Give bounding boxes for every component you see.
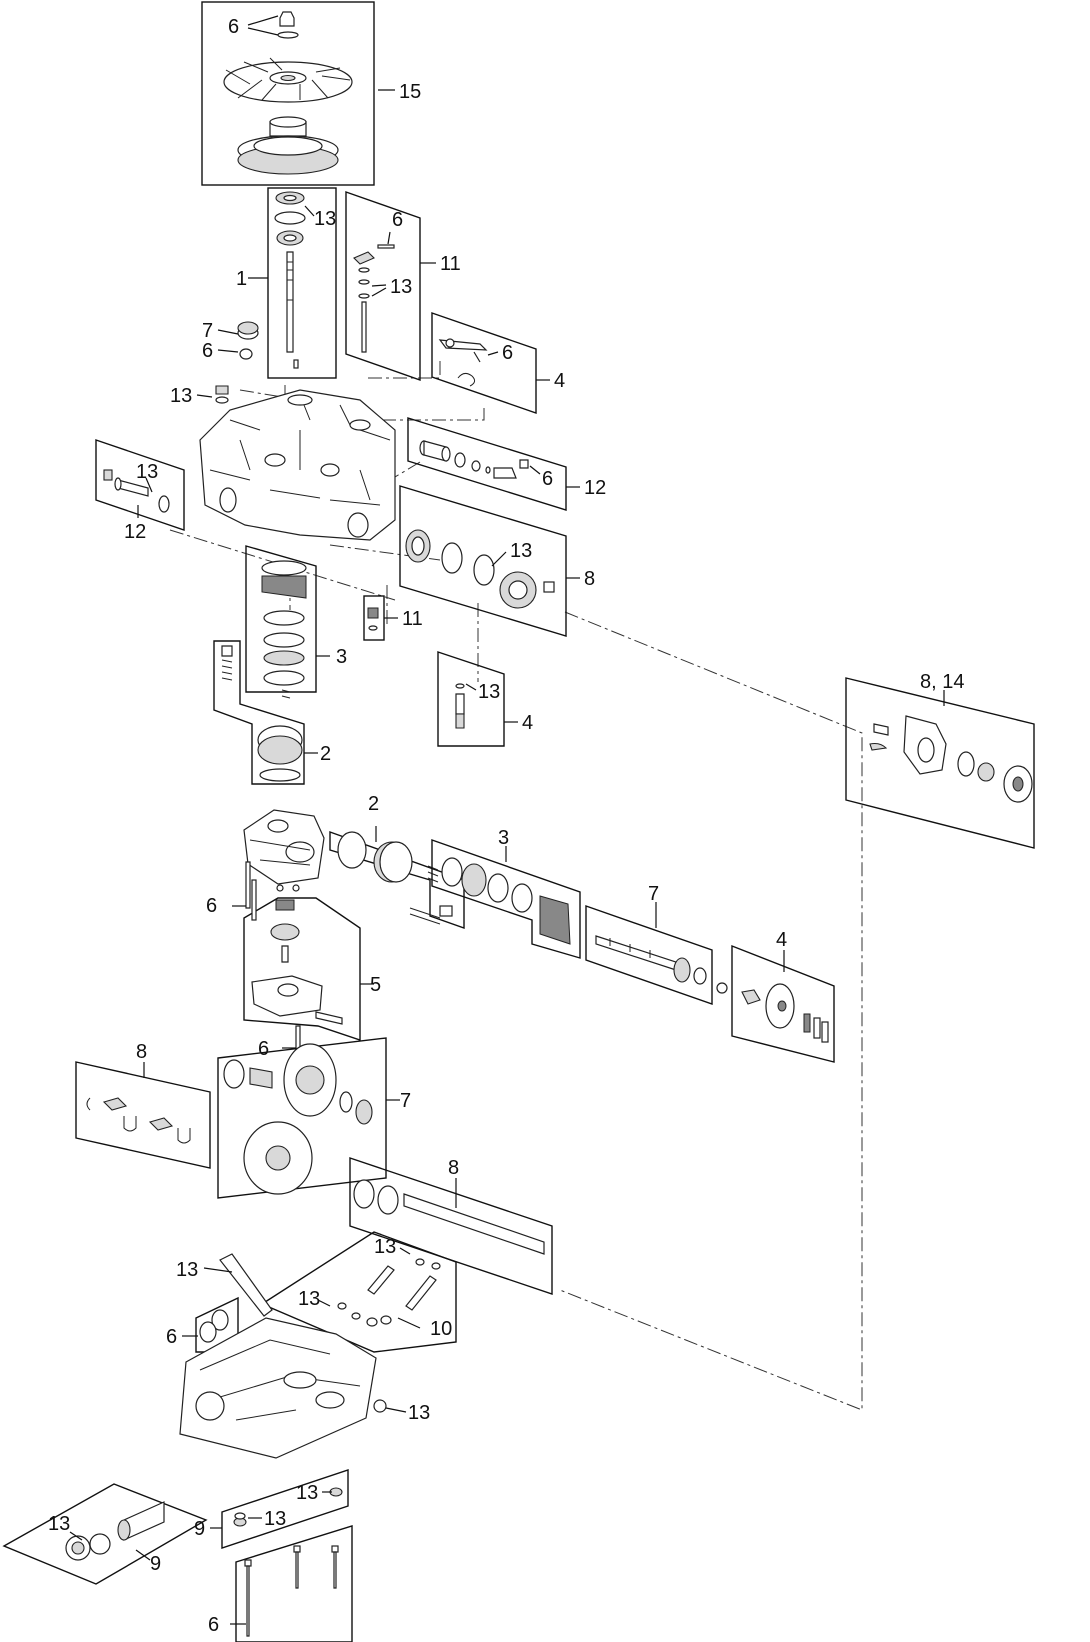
callout: 6 — [542, 468, 553, 490]
callout: 13 — [374, 1236, 396, 1258]
gear-frame — [217, 1037, 387, 1199]
left-valve-frame — [95, 439, 185, 531]
callout: 13 — [264, 1508, 286, 1530]
bolt-frame — [235, 1525, 353, 1642]
drain-plug-group — [210, 1469, 349, 1549]
wheel-hub-frame — [845, 677, 1035, 849]
axle-frame — [349, 1157, 553, 1295]
input-shaft-frame — [267, 187, 337, 379]
center-section — [232, 809, 325, 909]
swashplate-frame — [245, 545, 317, 693]
callout: 13 — [298, 1288, 320, 1310]
charge-pump-group — [243, 879, 374, 1057]
callout: 12 — [124, 521, 146, 543]
bolt-group — [230, 1525, 353, 1642]
callout: 6 — [202, 340, 213, 362]
callout: 8 — [448, 1157, 459, 1179]
callout: 13 — [390, 276, 412, 298]
callout: 8, 14 — [920, 671, 964, 693]
swashplate-group — [245, 545, 330, 693]
motor-cap-group — [716, 944, 835, 1063]
left-valve-group — [95, 439, 185, 531]
callout: 3 — [336, 646, 347, 668]
callout: 6 — [166, 1326, 177, 1348]
bearing-group — [399, 485, 580, 637]
control-lever-frame — [431, 312, 537, 414]
pin-frame — [437, 651, 505, 747]
left-plugs-group — [196, 321, 259, 404]
callout: 7 — [400, 1090, 411, 1112]
filter-frame — [2, 1483, 208, 1585]
callout: 9 — [194, 1518, 205, 1540]
motor-swash-group — [431, 839, 581, 959]
callout: 6 — [208, 1614, 219, 1636]
callout: 15 — [399, 81, 421, 103]
callout: 1 — [236, 268, 247, 290]
callout: 6 — [392, 209, 403, 231]
fan-pulley-group — [201, 1, 395, 186]
fan-pulley-frame — [201, 1, 375, 186]
callout: 13 — [176, 1259, 198, 1281]
check-valve-frame — [260, 1231, 457, 1353]
callout: 6 — [228, 16, 239, 38]
callout: 13 — [478, 681, 500, 703]
motor-swash-frame — [431, 839, 581, 959]
callout: 3 — [498, 827, 509, 849]
pump-upper-group — [213, 640, 318, 785]
control-lever-group — [431, 312, 550, 414]
clip-frame — [75, 1061, 211, 1169]
callout: 11 — [440, 253, 461, 275]
callout: 4 — [522, 712, 533, 734]
callout: 13 — [170, 385, 192, 407]
callout: 13 — [408, 1402, 430, 1424]
motor-shaft-group — [585, 902, 713, 1005]
callout: 9 — [150, 1553, 161, 1575]
pump-cylinder-group — [329, 826, 465, 929]
right-valve-frame — [407, 417, 567, 511]
callout: 13 — [296, 1482, 318, 1504]
callout: 7 — [202, 320, 213, 342]
callout: 13 — [314, 208, 336, 230]
control-shaft-frame — [345, 191, 421, 381]
callout: 13 — [136, 461, 158, 483]
pin-group — [437, 651, 518, 747]
motor-cap-frame — [731, 944, 835, 1063]
input-shaft-group — [248, 187, 337, 379]
callout: 4 — [776, 929, 787, 951]
callout: 2 — [320, 743, 331, 765]
bearing-frame — [399, 485, 567, 637]
motor-shaft-frame — [585, 905, 713, 1005]
callout: 5 — [370, 974, 381, 996]
callout: 10 — [430, 1318, 452, 1340]
callout: 8 — [584, 568, 595, 590]
spring-group — [363, 595, 398, 641]
callout: 6 — [206, 895, 217, 917]
callout: 6 — [502, 342, 513, 364]
callout: 13 — [48, 1513, 70, 1535]
right-valve-group — [407, 417, 580, 511]
lower-housing — [179, 1296, 407, 1459]
sealant-tube — [203, 1253, 273, 1317]
callout: 4 — [554, 370, 565, 392]
callout: 2 — [368, 793, 379, 815]
callout: 12 — [584, 477, 606, 499]
callout: 6 — [258, 1038, 269, 1060]
callout: 13 — [510, 540, 532, 562]
pump-upper-frame — [213, 640, 305, 785]
drain-plug-frame — [221, 1469, 349, 1549]
upper-housing — [199, 389, 396, 541]
callout: 11 — [402, 608, 423, 630]
callout: 7 — [648, 883, 659, 905]
filter-group — [2, 1483, 208, 1585]
callout-labels: 6 15 13 1 6 11 13 7 6 13 6 4 13 12 6 12 … — [48, 16, 964, 1636]
callout: 8 — [136, 1041, 147, 1063]
wheel-hub-group — [845, 677, 1035, 849]
check-valve-group — [260, 1231, 457, 1353]
gear-group — [217, 1037, 400, 1199]
clip-group — [75, 1061, 211, 1169]
control-shaft-group — [345, 191, 436, 381]
axle-group — [349, 1157, 553, 1295]
